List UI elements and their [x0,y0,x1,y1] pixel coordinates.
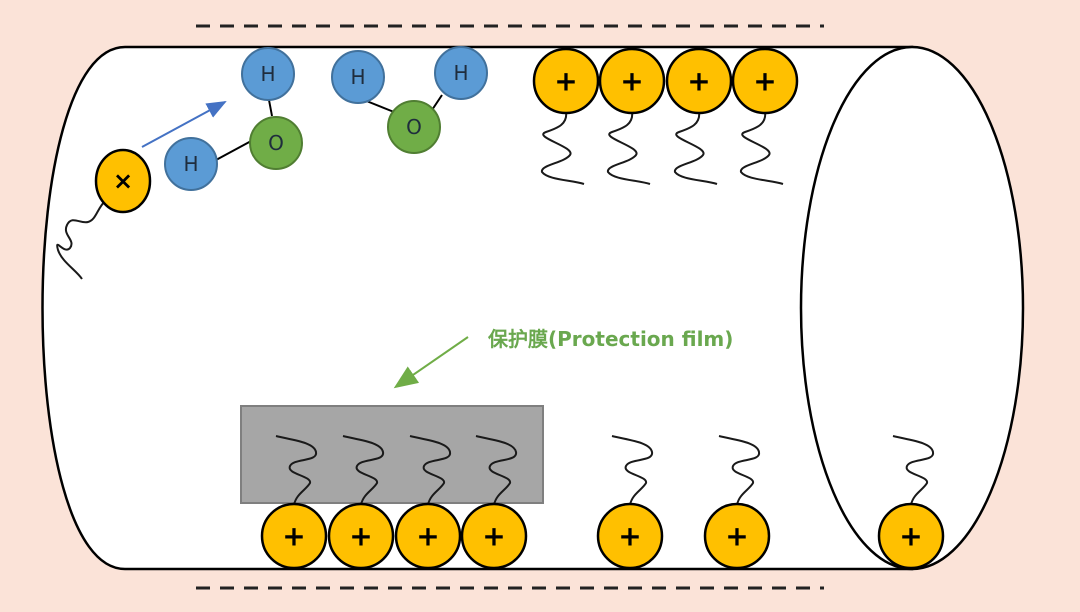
hydrogen-symbol: H [183,152,198,176]
cation-sign: + [416,520,439,553]
cation-sign: + [554,65,577,98]
cation-head [460,502,528,570]
cation-head [260,502,328,570]
cation-sign: + [349,520,372,553]
tail-top-4 [740,110,784,185]
cation-head [598,47,666,115]
hydrogen-atom [164,137,218,191]
hydrogen-symbol: H [260,62,275,86]
film-label: 保护膜(Protection film) [487,327,733,351]
cation-head [596,502,664,570]
bottom-cation-row: + + + + + + + [260,502,945,570]
cation-sign: + [482,520,505,553]
cation-head [731,47,799,115]
oxygen-symbol: O [406,115,422,139]
tail-free-1 [611,435,653,506]
tail-film-2 [342,435,384,506]
hydrogen-symbol: H [350,65,365,89]
tail-top-2 [607,110,651,185]
tail-top-3 [674,110,718,185]
tail-film-3 [409,435,451,506]
cation-head [877,502,945,570]
water-molecule-2: H H O [331,46,488,154]
top-inhibitor-tails [541,110,784,185]
cation-sign: + [620,65,643,98]
incoming-cation-sign: × [113,167,133,195]
hydrogen-atom [331,50,385,104]
approach-arrow [141,101,227,148]
hydrogen-atom [241,47,295,101]
top-cation-row: + + + + [532,47,799,115]
bond-h-o-2a [363,99,395,113]
cation-head [532,47,600,115]
bond-h-o-1a [215,139,254,161]
cation-sign: + [725,520,748,553]
tail-film-1 [275,435,317,506]
pipe-end-opening [799,45,1025,571]
cation-sign: + [282,520,305,553]
bottom-inhibitor-tails [275,435,934,506]
protection-film [240,405,544,504]
bond-h-o-1b [268,99,273,117]
incoming-cation: × [94,148,152,214]
tail-film-4 [475,435,517,506]
hydrogen-atom [434,46,488,100]
incoming-cation-head [94,148,152,214]
cation-sign: + [899,520,922,553]
cation-head [327,502,395,570]
cation-head [665,47,733,115]
cation-sign: + [687,65,710,98]
tail-free-3 [892,435,934,506]
cation-head [394,502,462,570]
film-pointer-arrow [393,336,469,389]
tail-incoming [56,200,106,280]
water-molecule-1: H H O [164,47,303,191]
hydrogen-symbol: H [453,61,468,85]
tail-top-1 [541,110,585,185]
bond-h-o-2b [431,94,443,111]
oxygen-atom [249,116,303,170]
cation-head [703,502,771,570]
oxygen-atom [387,100,441,154]
tail-free-2 [718,435,760,506]
cation-sign: + [753,65,776,98]
oxygen-symbol: O [268,131,284,155]
cation-sign: + [618,520,641,553]
